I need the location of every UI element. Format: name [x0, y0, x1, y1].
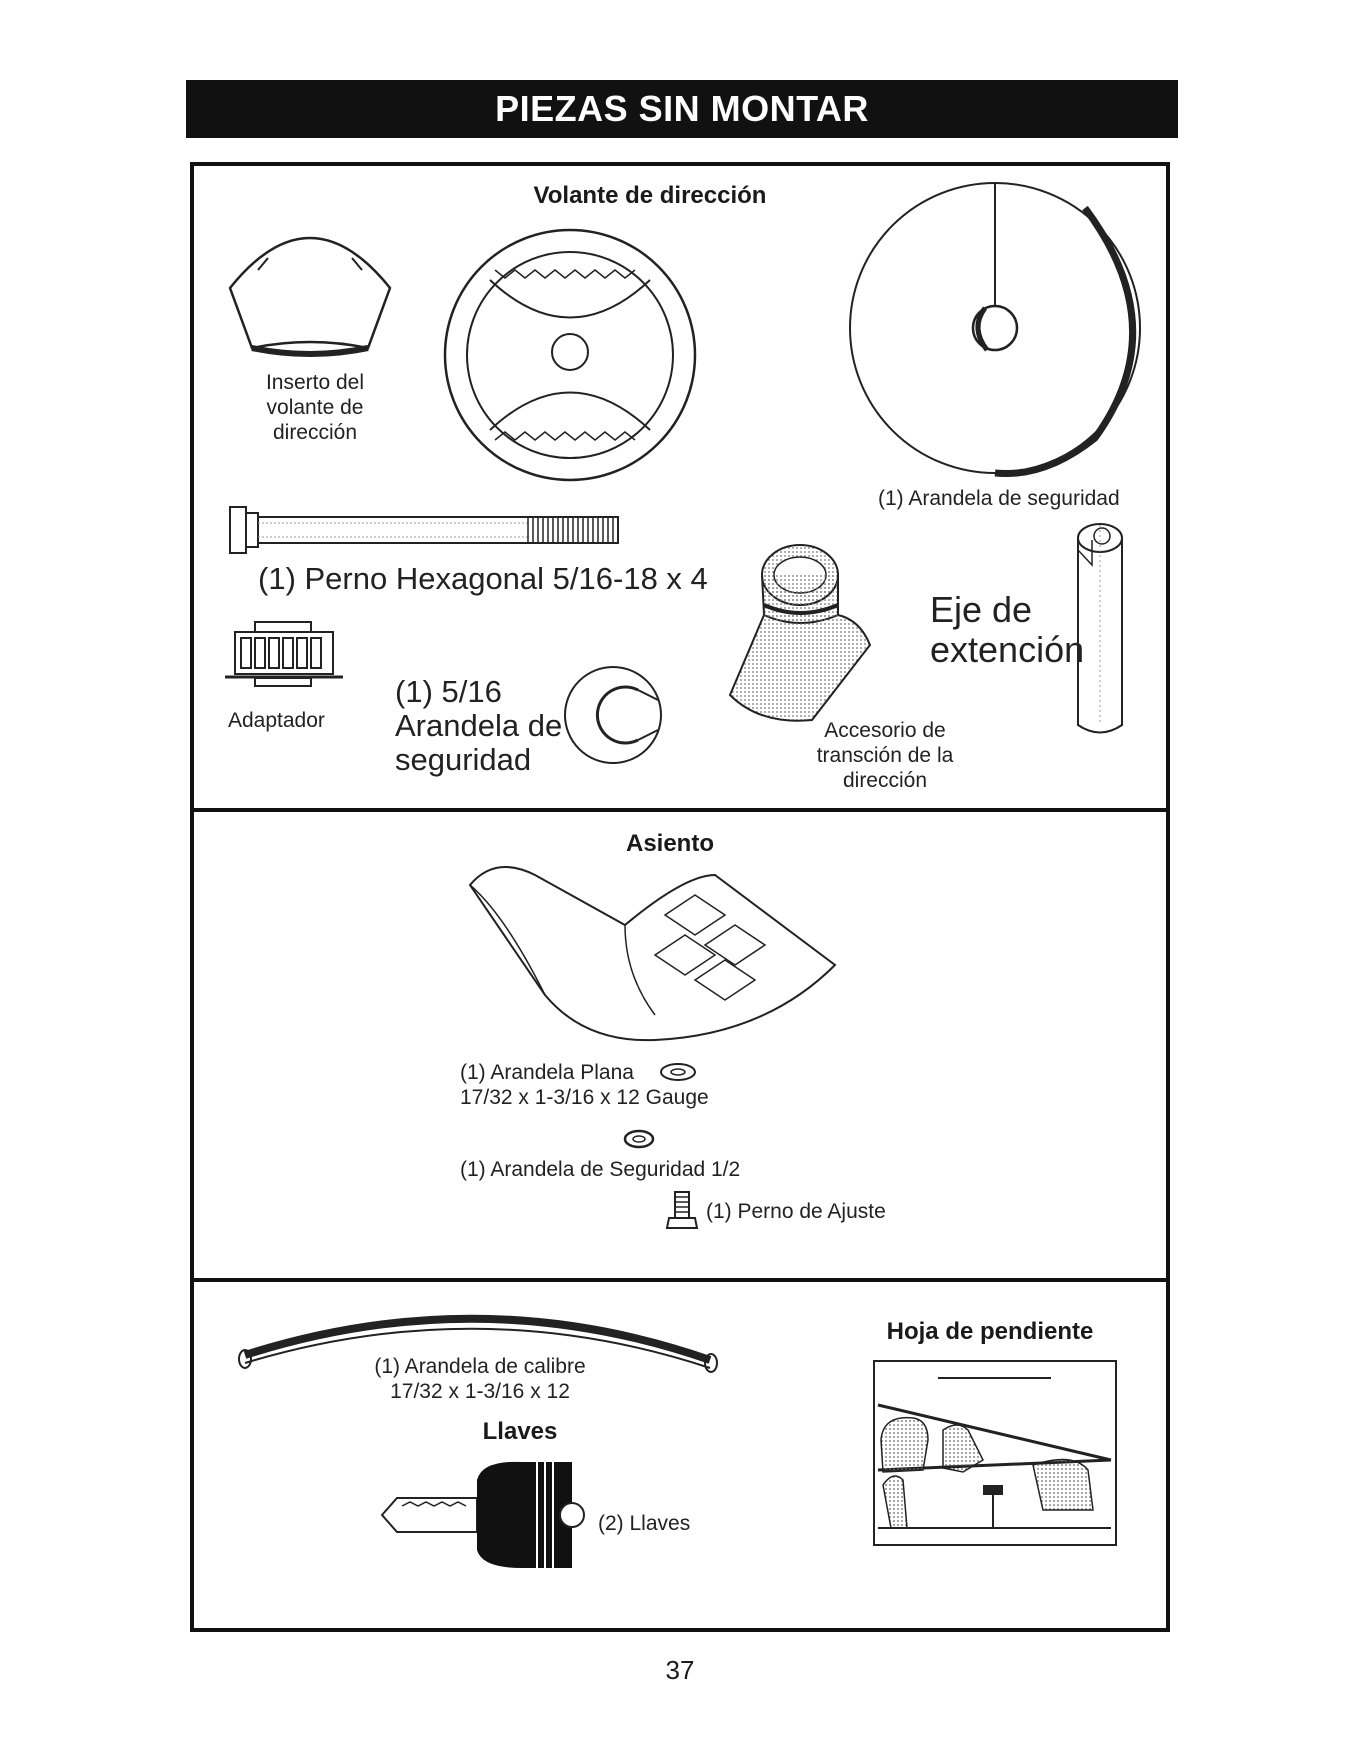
section-divider-2 [190, 1278, 1170, 1282]
page-number: 37 [665, 1655, 695, 1685]
seat-lock-washer-label: (1) Arandela de Seguridad 1/2 [460, 1158, 741, 1181]
adapter-icon [225, 621, 343, 687]
steering-transition-label: Accesorio de transción de la dirección [816, 719, 954, 792]
gauge-washer-bar-icon [238, 1314, 718, 1373]
section-title-seat: Asiento [625, 830, 714, 857]
steering-wheel-icon [443, 228, 697, 482]
wheel-insert-icon [228, 236, 392, 357]
section-title-keys: Llaves [482, 1418, 558, 1445]
adapter-label: Adaptador [228, 709, 325, 732]
safety-washer-label: (1) Arandela de seguridad [878, 487, 1120, 510]
extension-shaft-label: Eje de extención [930, 589, 1085, 670]
key-icon [380, 1461, 585, 1568]
lock-washer-icon [564, 666, 662, 764]
adjustment-bolt-icon [665, 1191, 699, 1229]
parts-frame [190, 162, 1170, 1632]
section-title-steering-wheel: Volante de dirección [533, 182, 767, 209]
flat-washer-label: (1) Arandela Plana 17/32 x 1-3/16 x 12 G… [460, 1061, 709, 1109]
slope-sheet-icon [873, 1360, 1117, 1546]
hex-bolt-icon [229, 506, 619, 554]
page-banner: PIEZAS SIN MONTAR [186, 80, 1178, 138]
adjustment-bolt-label: (1) Perno de Ajuste [706, 1200, 886, 1223]
gauge-washer-label: (1) Arandela de calibre 17/32 x 1-3/16 x… [374, 1355, 586, 1403]
seat-icon [468, 866, 837, 1042]
hex-bolt-label: (1) Perno Hexagonal 5/16-18 x 4 [258, 561, 708, 596]
wheel-insert-label: Inserto del volante de dirección [265, 371, 365, 444]
keys-label: (2) Llaves [598, 1512, 691, 1535]
safety-washer-disc-icon [849, 182, 1141, 478]
section-divider-1 [190, 808, 1170, 812]
seat-lock-washer-icon [623, 1129, 655, 1149]
steering-transition-fitting-icon [728, 544, 872, 722]
extension-shaft-icon [1077, 523, 1123, 734]
lock-washer-5-16-label: (1) 5/16 Arandela de seguridad [395, 674, 563, 777]
flat-washer-icon [660, 1063, 696, 1081]
section-title-slope-sheet: Hoja de pendiente [886, 1318, 1094, 1345]
